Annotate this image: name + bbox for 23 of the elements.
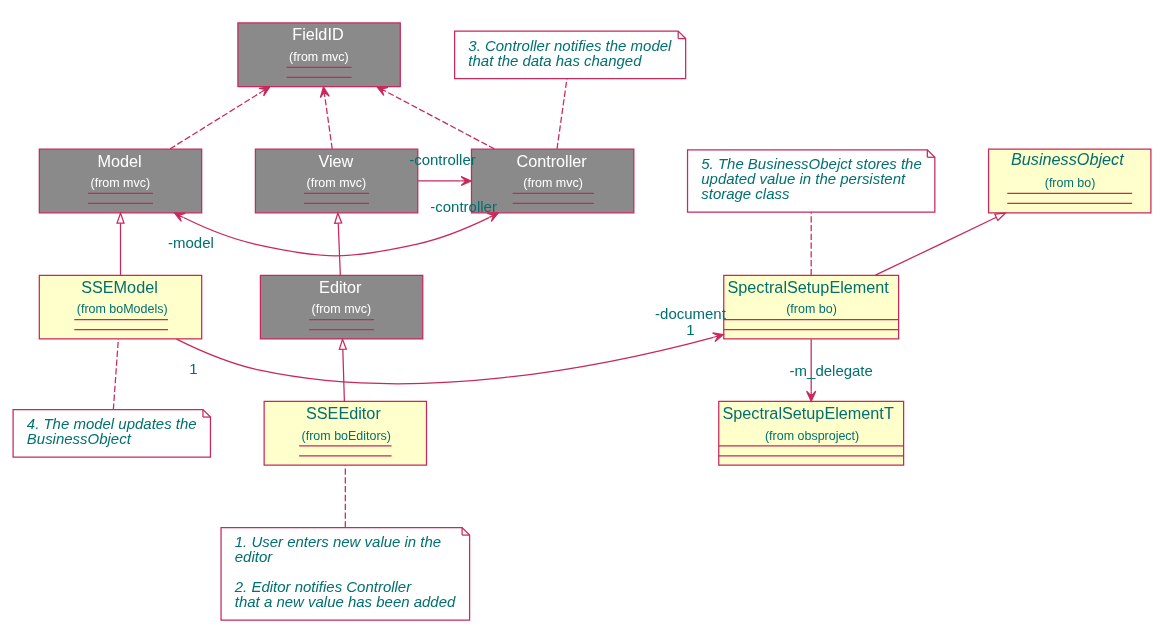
node-box: Model (from mvc)	[38, 148, 203, 213]
node-box: SSEEditor (from boEditors)	[263, 400, 428, 466]
arrow	[806, 338, 817, 402]
connector	[810, 211, 812, 276]
node-box: BusinessObject (from bo)	[987, 148, 1152, 213]
arrow	[116, 210, 125, 276]
label: -model	[168, 233, 214, 251]
arrow	[175, 331, 725, 384]
arrow	[169, 85, 271, 149]
arrow	[874, 211, 1008, 276]
arrow	[319, 85, 333, 149]
connector	[344, 464, 346, 528]
arrow	[173, 211, 499, 256]
node-box: SSEModel (from boModels)	[38, 274, 203, 340]
label: 1	[189, 359, 198, 377]
arrow	[417, 175, 472, 186]
node-box: Editor (from mvc)	[259, 274, 424, 340]
connector	[112, 338, 119, 410]
arrow	[376, 85, 495, 149]
label: 1	[686, 320, 695, 338]
node-box: FieldID (from mvc)	[237, 21, 401, 87]
arrow	[333, 210, 343, 276]
arrow	[338, 336, 348, 402]
